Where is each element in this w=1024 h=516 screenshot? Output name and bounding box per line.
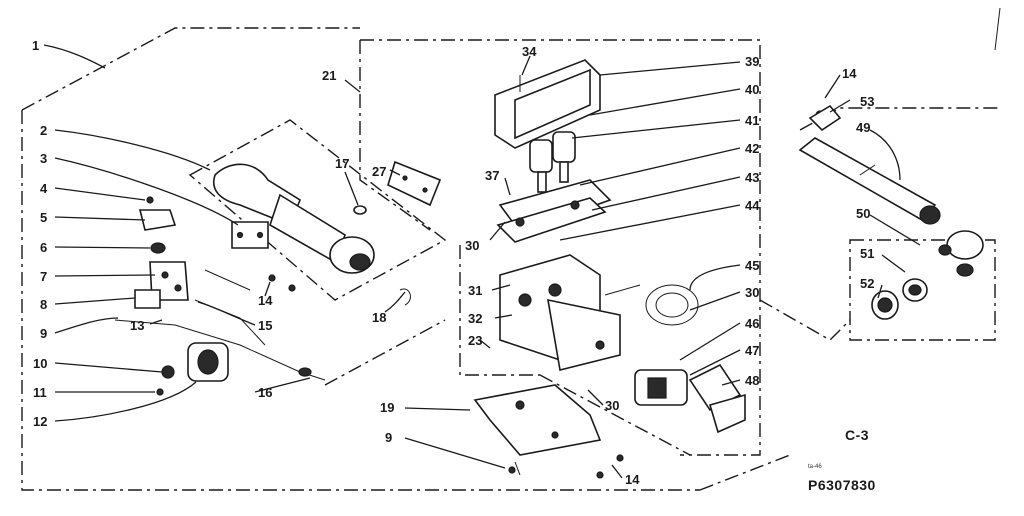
screws xyxy=(268,205,411,306)
callout-9: 9 xyxy=(40,326,47,341)
callout-8: 8 xyxy=(40,297,47,312)
valve-cover xyxy=(494,59,601,149)
mounting-plate xyxy=(387,160,442,207)
callout-27: 27 xyxy=(372,164,386,179)
callout-4: 4 xyxy=(40,181,48,196)
callout-6: 6 xyxy=(40,240,47,255)
callout-23: 23 xyxy=(468,333,482,348)
burner-tube xyxy=(213,163,375,274)
piezo-igniter xyxy=(156,342,229,396)
orifice-outline xyxy=(759,107,1000,341)
callout-47: 47 xyxy=(745,343,759,358)
gas-valve-body xyxy=(499,254,621,371)
callout-51: 51 xyxy=(860,246,874,261)
callout-52: 52 xyxy=(860,276,874,291)
section-code: C-3 xyxy=(845,427,869,443)
callout-43: 43 xyxy=(745,170,759,185)
callout-labels: 1 2 3 4 5 6 7 8 9 10 11 12 13 14 15 16 1… xyxy=(32,38,874,487)
callout-49: 49 xyxy=(856,120,870,135)
callout-30-upper: 30 xyxy=(465,238,479,253)
callout-37: 37 xyxy=(485,168,499,183)
callout-30-lower: 30 xyxy=(605,398,619,413)
burner-tube-outline xyxy=(188,119,447,301)
valve-bracket xyxy=(688,363,746,434)
valve-gasket xyxy=(604,284,699,326)
callout-7: 7 xyxy=(40,269,47,284)
callout-14-upper: 14 xyxy=(258,293,273,308)
main-assembly-outline xyxy=(21,27,791,491)
orifice-pipe xyxy=(798,104,941,225)
control-knobs xyxy=(529,131,576,193)
callout-13: 13 xyxy=(130,318,144,333)
leader-lines xyxy=(43,7,1001,479)
callout-5: 5 xyxy=(40,210,47,225)
callout-44: 44 xyxy=(745,198,760,213)
callout-16: 16 xyxy=(258,385,272,400)
igniter-wire xyxy=(114,269,326,381)
callout-34: 34 xyxy=(522,44,537,59)
callout-1: 1 xyxy=(32,38,39,53)
part-number: P6307830 xyxy=(808,477,876,493)
callout-41: 41 xyxy=(745,113,759,128)
callout-17: 17 xyxy=(335,156,349,171)
callout-10: 10 xyxy=(33,356,47,371)
callout-9-lower: 9 xyxy=(385,430,392,445)
valve-plate xyxy=(496,179,612,243)
callout-14-right: 14 xyxy=(842,66,857,81)
valve-assembly-outline xyxy=(359,39,761,456)
callout-50: 50 xyxy=(856,206,870,221)
small-mark: ta-46 xyxy=(808,464,822,470)
callout-12: 12 xyxy=(33,414,47,429)
callout-18: 18 xyxy=(372,310,386,325)
callout-3: 3 xyxy=(40,151,47,166)
callout-48: 48 xyxy=(745,373,759,388)
callout-31: 31 xyxy=(468,283,482,298)
callout-53: 53 xyxy=(860,94,874,109)
callout-32: 32 xyxy=(468,311,482,326)
callout-2: 2 xyxy=(40,123,47,138)
callout-15: 15 xyxy=(258,318,272,333)
bracket-stack xyxy=(134,196,189,309)
lower-bracket xyxy=(473,384,624,479)
thermostat xyxy=(634,369,688,406)
callout-42: 42 xyxy=(745,141,759,156)
callout-46: 46 xyxy=(745,316,759,331)
callout-45: 45 xyxy=(745,258,759,273)
lower-bracket-outline xyxy=(324,319,691,456)
callout-14-lower: 14 xyxy=(625,472,640,487)
callout-21: 21 xyxy=(322,68,336,83)
callout-11: 11 xyxy=(33,385,47,400)
orifice-fittings xyxy=(871,230,984,320)
callout-40: 40 xyxy=(745,82,759,97)
callout-19: 19 xyxy=(380,400,394,415)
callout-30-right: 30 xyxy=(745,285,759,300)
callout-39: 39 xyxy=(745,54,759,69)
